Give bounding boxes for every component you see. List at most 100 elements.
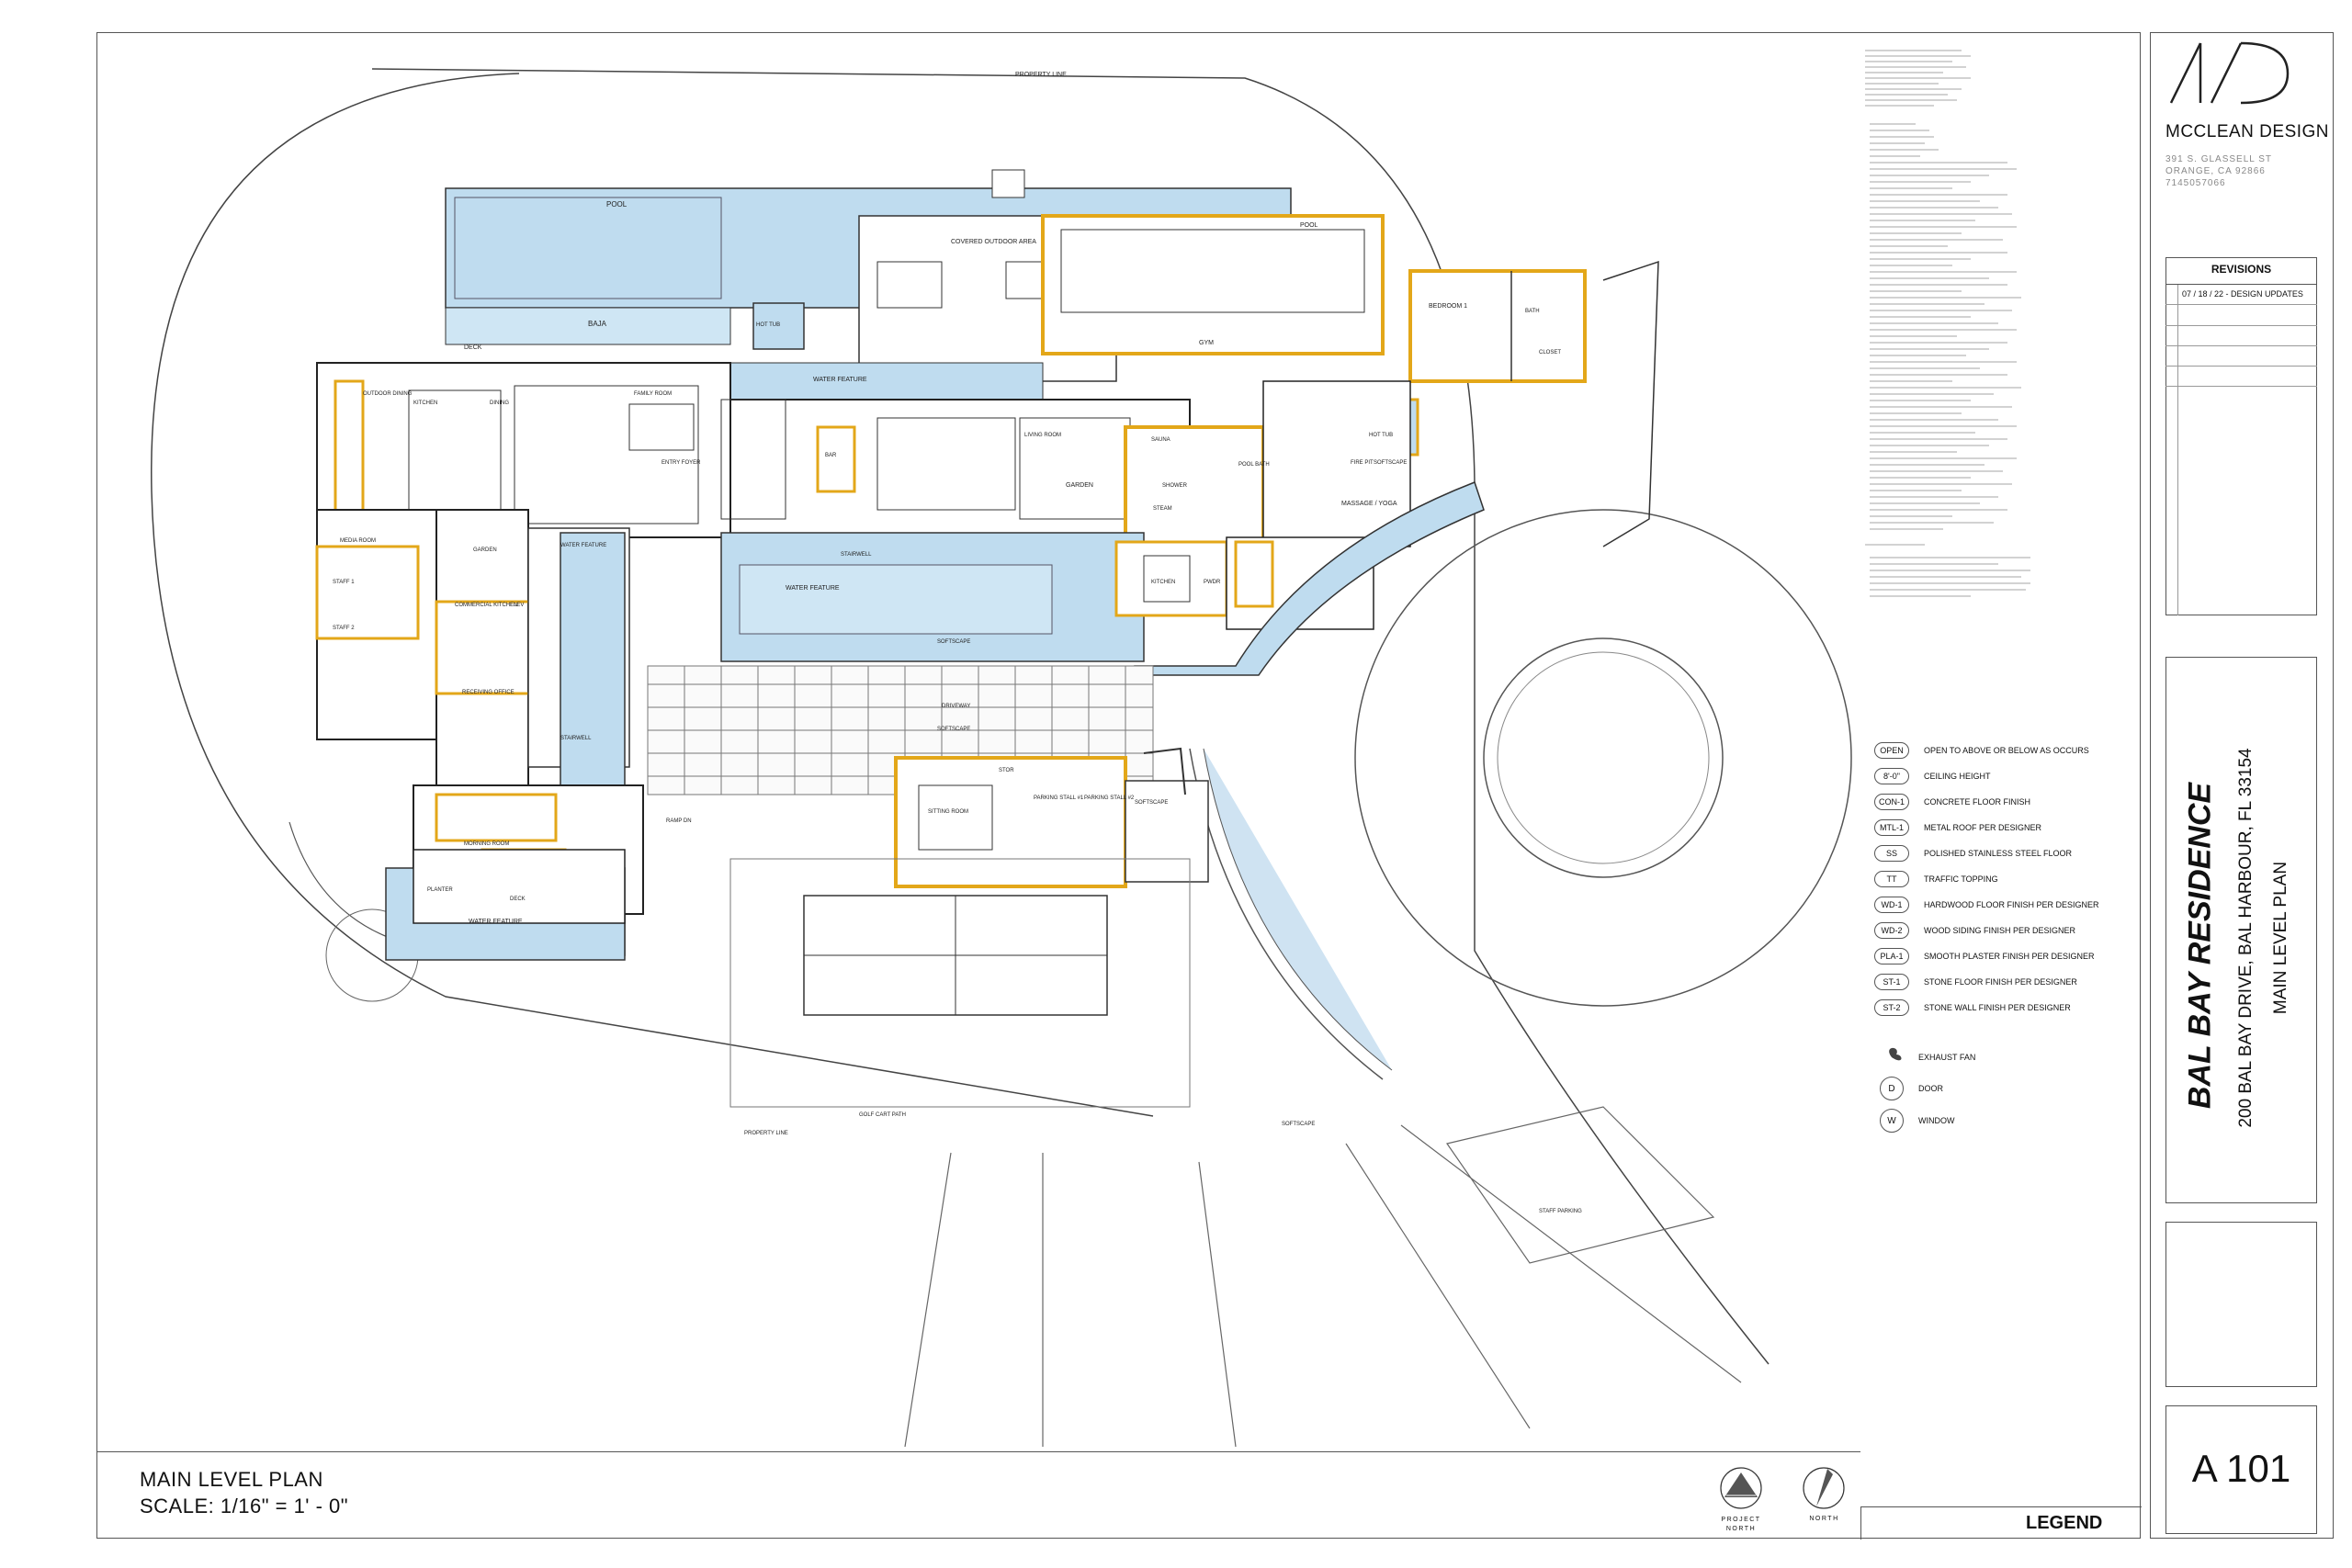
label-living-room: LIVING ROOM	[1024, 433, 1061, 438]
revision-row-line	[2165, 386, 2317, 387]
label-gym: GYM	[1199, 340, 1214, 346]
revision-column-divider	[2177, 285, 2178, 615]
label-powder: PWDR	[1204, 580, 1221, 585]
label-driveway: DRIVEWAY	[942, 704, 970, 709]
label-water-feature-south: WATER FEATURE	[469, 919, 523, 925]
label-receiving-office: RECEIVING OFFICE	[462, 690, 514, 695]
title-block	[2150, 32, 2334, 1539]
property-boundary-west	[151, 73, 1154, 1117]
label-softscape-south: SOFTSCAPE	[1282, 1122, 1315, 1127]
legend-label: POLISHED STAINLESS STEEL FLOOR	[1924, 849, 2073, 858]
label-deck: DECK	[464, 344, 482, 351]
plan-scale: SCALE: 1/16" = 1' - 0"	[140, 1495, 349, 1517]
label-commercial-kitchen: COMMERCIAL KITCHEN	[455, 603, 517, 608]
label-parking-stall1: PARKING STALL #1	[1034, 795, 1084, 801]
label-pool-east: POOL	[1300, 222, 1318, 229]
firm-address-line2: ORANGE, CA 92866	[2165, 166, 2266, 176]
hot-tub	[752, 302, 805, 350]
firm-phone: 7145057066	[2165, 178, 2226, 188]
label-hot-tub2: HOT TUB	[1369, 433, 1393, 438]
revisions-heading-row	[2165, 257, 2317, 285]
legend-label: WINDOW	[1918, 1116, 1955, 1125]
firm-address-line1: 391 S. GLASSELL ST	[2165, 154, 2273, 164]
legend-label: STONE FLOOR FINISH PER DESIGNER	[1924, 977, 2077, 987]
revision-entry-text: 07 / 18 / 22 - DESIGN UPDATES	[2182, 289, 2303, 299]
label-staff2: STAFF 2	[333, 626, 355, 631]
label-softscape-garage: SOFTSCAPE	[1135, 800, 1168, 806]
legend-symbol: OPEN	[1874, 742, 1909, 759]
floor-plan-drawing: PROPERTY LINE POOL POOL BAJA HOT TUB DEC…	[151, 68, 1852, 1448]
legend-symbol: 8'-0"	[1874, 768, 1909, 784]
label-entry-foyer: ENTRY FOYER	[662, 460, 701, 466]
legend-row: SS POLISHED STAINLESS STEEL FLOOR	[1874, 842, 2072, 864]
mcclean-logo-icon	[2169, 41, 2290, 105]
project-name: BAL BAY RESIDENCE	[2182, 782, 2218, 1110]
property-line-label: PROPERTY LINE	[1015, 72, 1067, 78]
legend-symbol: ST-1	[1874, 974, 1909, 990]
north-arrow-icon	[1803, 1467, 1845, 1509]
legend-row: OPEN OPEN TO ABOVE OR BELOW AS OCCURS	[1874, 739, 2089, 761]
legend-row: WD-2 WOOD SIDING FINISH PER DESIGNER	[1874, 919, 2075, 942]
revisions-heading: REVISIONS	[2211, 263, 2272, 276]
label-hot-tub: HOT TUB	[756, 322, 780, 328]
legend-row: EXHAUST FAN	[1874, 1043, 1975, 1072]
label-closet: CLOSET	[1539, 350, 1561, 355]
label-sauna: SAUNA	[1151, 437, 1170, 443]
legend-label: SMOOTH PLASTER FINISH PER DESIGNER	[1924, 952, 2095, 961]
label-fire-pit: FIRE PIT	[1351, 460, 1374, 466]
bedroom-wing	[1408, 269, 1587, 383]
legend-row: W WINDOW	[1874, 1107, 1955, 1134]
cul-de-sac-inner	[1483, 637, 1724, 878]
project-address: 200 BAL BAY DRIVE, BAL HARBOUR, FL 33154	[2236, 748, 2256, 1128]
label-family-room: FAMILY ROOM	[634, 391, 672, 397]
legend-row: ST-2 STONE WALL FINISH PER DESIGNER	[1874, 997, 2071, 1019]
legend-row: CON-1 CONCRETE FLOOR FINISH	[1874, 791, 2030, 813]
label-massage-yoga: MASSAGE / YOGA	[1341, 501, 1397, 507]
label-planter: PLANTER	[427, 887, 453, 893]
label-media-room: MEDIA ROOM	[340, 538, 376, 544]
notes-text-lines	[1865, 50, 2030, 597]
label-morning-room: MORNING ROOM	[464, 841, 509, 847]
label-dining: DINING	[490, 400, 509, 406]
project-info-box	[2165, 657, 2317, 1203]
sheet-number: A 101	[2191, 1447, 2291, 1490]
drawing-sheet-frame	[96, 32, 2141, 1539]
legend-symbol: WD-2	[1874, 922, 1909, 939]
legend-label: CONCRETE FLOOR FINISH	[1924, 797, 2031, 807]
door-symbol: D	[1880, 1077, 1904, 1100]
baja	[445, 307, 731, 345]
legend-label: OPEN TO ABOVE OR BELOW AS OCCURS	[1924, 746, 2089, 755]
general-notes	[1860, 41, 2044, 684]
legend-symbol: CON-1	[1874, 794, 1909, 810]
label-water-feature-top: WATER FEATURE	[813, 377, 867, 383]
revision-entry	[2165, 285, 2317, 305]
legend-row: 8'-0" CEILING HEIGHT	[1874, 765, 1991, 787]
legend-symbol: PLA-1	[1874, 948, 1909, 964]
label-softscape-lower: SOFTSCAPE	[937, 727, 970, 732]
west-wing	[316, 509, 437, 740]
project-north-arrow-icon	[1720, 1467, 1762, 1509]
revisions-box	[2165, 257, 2317, 615]
label-golf-cart-path: GOLF CART PATH	[859, 1112, 906, 1118]
label-ramp-dn: RAMP DN	[666, 818, 692, 824]
label-covered-outdoor: COVERED OUTDOOR AREA	[951, 239, 1036, 245]
label-bedroom1: BEDROOM 1	[1429, 303, 1467, 310]
exhaust-fan-icon	[1889, 1047, 1902, 1061]
stamp-box	[2165, 1222, 2317, 1387]
label-stor: STOR	[999, 768, 1014, 773]
legend-heading-box	[1860, 1506, 2142, 1540]
label-staff-parking: STAFF PARKING	[1539, 1209, 1582, 1214]
legend-label: TRAFFIC TOPPING	[1924, 874, 1998, 884]
label-water-feature-narrow: WATER FEATURE	[560, 543, 606, 548]
legend-row: D DOOR	[1874, 1075, 1943, 1102]
label-pool: POOL	[606, 200, 628, 209]
legend-symbol: MTL-1	[1874, 819, 1909, 836]
revision-row-line	[2165, 366, 2317, 367]
revision-row-line	[2165, 325, 2317, 326]
north-label: NORTH	[1809, 1516, 1839, 1522]
label-bar: BAR	[825, 453, 837, 458]
label-garden: GARDEN	[1066, 482, 1093, 489]
label-kitchen-east: KITCHEN	[1151, 580, 1175, 585]
label-steam: STEAM	[1153, 506, 1172, 512]
cul-de-sac-outer	[1354, 509, 1852, 1007]
